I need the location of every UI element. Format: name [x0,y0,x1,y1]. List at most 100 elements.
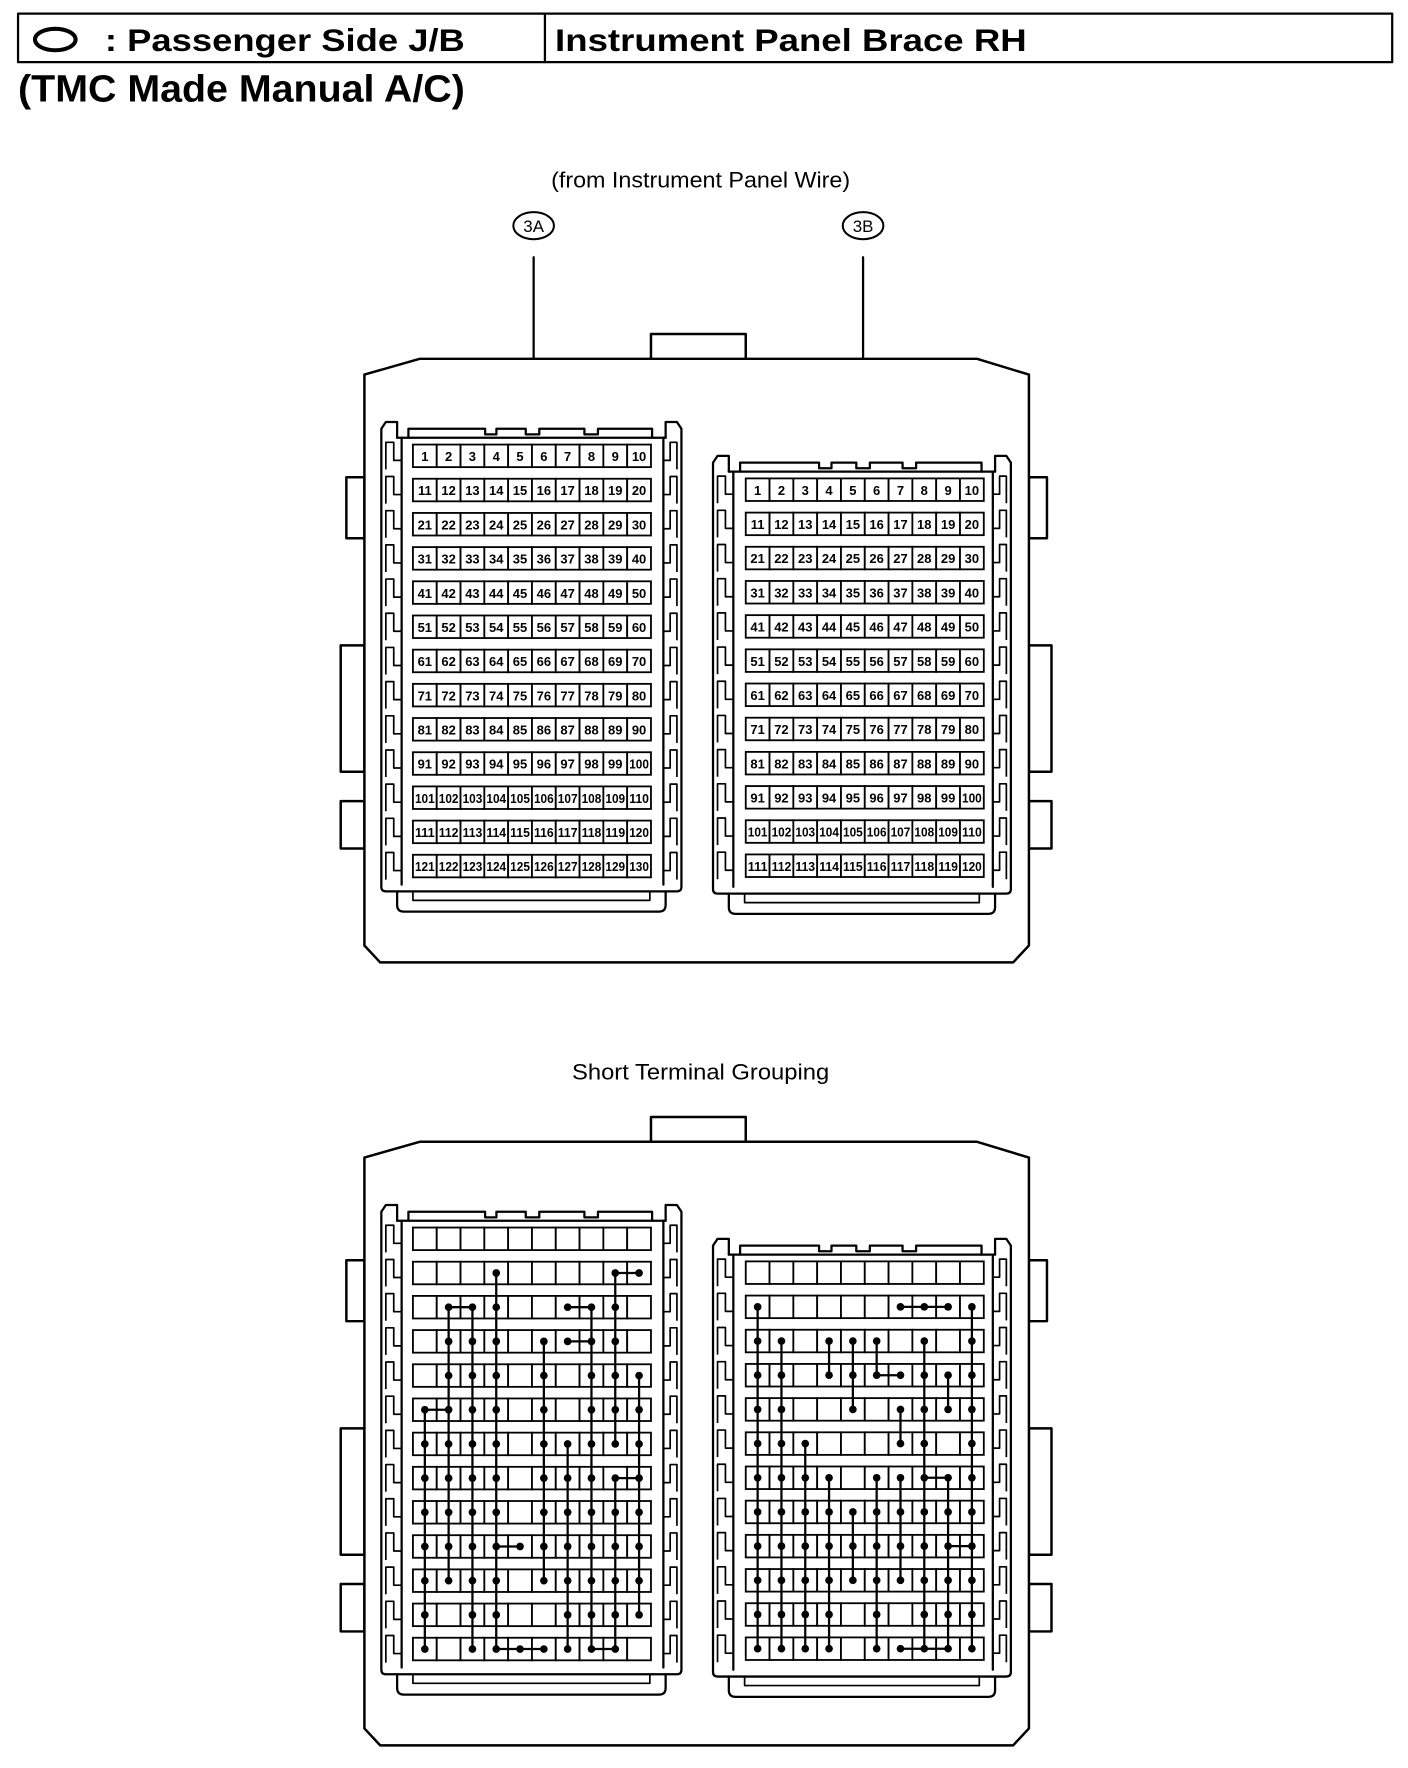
terminal-number-3B-53: 53 [798,654,812,669]
connector-tag-ring [841,211,885,241]
shorted-terminal-dot-3B-68 [920,1473,929,1482]
terminal-lock-left-3B [716,509,734,538]
terminal-number-3B-74: 74 [822,722,837,737]
terminal-lock-right-3A [663,1292,678,1321]
shorted-terminal-dot-3A-101 [420,1576,429,1585]
shorted-terminal-dot-3A-39 [611,1337,620,1346]
shorted-terminal-dot-3A-111 [420,1611,429,1619]
terminal-cavity-3B-40 [959,580,985,605]
terminal-number-3A-25: 25 [513,517,527,532]
terminal-number-3A-62: 62 [441,654,455,669]
grouping-cavity-3A-112 [435,1602,462,1628]
terminal-number-3B-81: 81 [750,756,764,771]
terminal-number-3B-119: 119 [938,859,958,874]
terminal-number-3A-118: 118 [582,825,602,840]
terminal-number-3A-93: 93 [465,757,479,772]
terminal-cavity-3B-120 [959,853,985,878]
grouping-cavity-3A-55 [507,1397,533,1422]
shorted-terminal-dot-3A-20 [635,1269,643,1277]
shorted-terminal-dot-3B-30 [968,1337,976,1345]
shorted-terminal-dot-3B-61 [753,1473,762,1482]
terminal-number-3B-68: 68 [917,688,931,703]
terminal-lock-right-3B [992,1531,1008,1560]
grouping-cavity-3B-15 [840,1294,866,1320]
terminal-lock-right-3B [992,612,1008,640]
shorted-terminal-dot-3B-70 [968,1473,976,1482]
grouping-cavity-3A-12 [435,1260,462,1286]
side-tab-left [339,799,366,850]
terminal-number-3A-30: 30 [632,517,646,532]
terminal-number-3A-32: 32 [441,552,455,567]
grouping-cavity-3A-16 [531,1260,557,1286]
grouping-cavity-3B-14 [816,1294,842,1320]
terminal-number-3B-92: 92 [774,791,788,806]
grouping-cavity-3A-41 [412,1363,438,1388]
terminal-number-3A-67: 67 [560,654,574,669]
terminal-number-3A-45: 45 [513,586,527,601]
terminal-number-3A-76: 76 [537,688,551,703]
terminal-lock-left-3A [385,1566,402,1595]
terminal-number-3A-73: 73 [465,688,479,703]
shorted-terminal-dot-3A-128 [587,1645,596,1653]
terminal-number-3A-95: 95 [513,757,527,772]
terminal-number-3A-116: 116 [534,825,554,840]
shorted-terminal-dot-3B-74 [825,1508,833,1516]
terminal-number-3A-43: 43 [465,586,479,601]
terminal-number-3B-34: 34 [822,585,837,600]
terminal-lock-right-3B [992,817,1008,846]
terminal-number-3B-46: 46 [869,620,883,635]
grouping-cavity-3B-29 [935,1328,961,1354]
terminal-cavity-3A-20 [626,477,652,503]
terminal-number-3A-79: 79 [608,688,622,703]
side-tab-right [1027,1582,1053,1633]
terminal-number-3B-69: 69 [941,688,955,703]
shorted-terminal-dot-3B-75 [849,1508,857,1516]
terminal-number-3B-15: 15 [846,517,860,532]
latch-hook-right-3B [993,1237,1012,1256]
terminal-number-3A-124: 124 [486,859,506,874]
shorted-terminal-dot-3B-38 [920,1371,929,1380]
terminal-number-3B-112: 112 [772,859,792,874]
terminal-number-3A-40: 40 [632,552,646,567]
shorted-terminal-dot-3A-69 [611,1440,620,1448]
shorted-terminal-dot-3B-41 [753,1405,762,1414]
junction-block-housing [363,357,1031,964]
shorted-terminal-dot-3B-106 [872,1610,881,1619]
terminal-number-3B-37: 37 [893,585,907,600]
terminal-number-3A-47: 47 [560,586,574,601]
grouping-cavity-3B-23 [792,1328,819,1354]
terminal-number-3B-22: 22 [774,551,788,566]
terminal-number-3B-14: 14 [822,517,837,532]
terminal-number-3A-54: 54 [489,620,504,635]
grouping-cavity-3A-30 [626,1295,652,1320]
shorted-terminal-dot-3A-108 [587,1576,596,1585]
terminal-lock-left-3B [716,1634,734,1663]
terminal-number-3A-4: 4 [493,449,501,464]
terminal-number-3B-102: 102 [772,825,792,840]
shorted-terminal-dot-3B-50 [968,1405,976,1414]
terminal-number-3A-106: 106 [534,791,554,806]
terminal-lock-right-3A [663,612,678,641]
terminal-number-3A-66: 66 [537,654,551,669]
short-terminal-grouping-view [339,1115,1053,1747]
terminal-number-3A-86: 86 [537,723,551,738]
terminal-number-3B-48: 48 [917,620,931,635]
grouping-cavity-3A-105 [507,1568,533,1593]
shorted-terminal-dot-3B-69 [944,1473,952,1482]
shorted-terminal-dot-3B-97 [896,1576,905,1585]
grouping-cavity-3B-46 [863,1397,890,1422]
terminal-number-3B-24: 24 [822,551,837,566]
terminal-lock-left-3A [385,1429,402,1458]
terminal-number-3B-108: 108 [914,825,934,840]
terminal-lock-right-3A [663,578,678,607]
terminal-number-3B-105: 105 [843,825,863,840]
bottom-latch-3A [396,1673,667,1696]
shorted-terminal-dot-3A-114 [492,1611,501,1619]
shorted-terminal-dot-3A-121 [420,1645,429,1653]
terminal-lock-right-3B [992,1395,1008,1423]
grouping-cavity-3A-85 [507,1500,533,1525]
terminal-number-3B-86: 86 [869,756,883,771]
latch-hook-right-3A [664,1203,683,1222]
shorted-terminal-dot-3B-86 [872,1542,881,1550]
shorted-terminal-dot-3A-81 [420,1508,429,1517]
